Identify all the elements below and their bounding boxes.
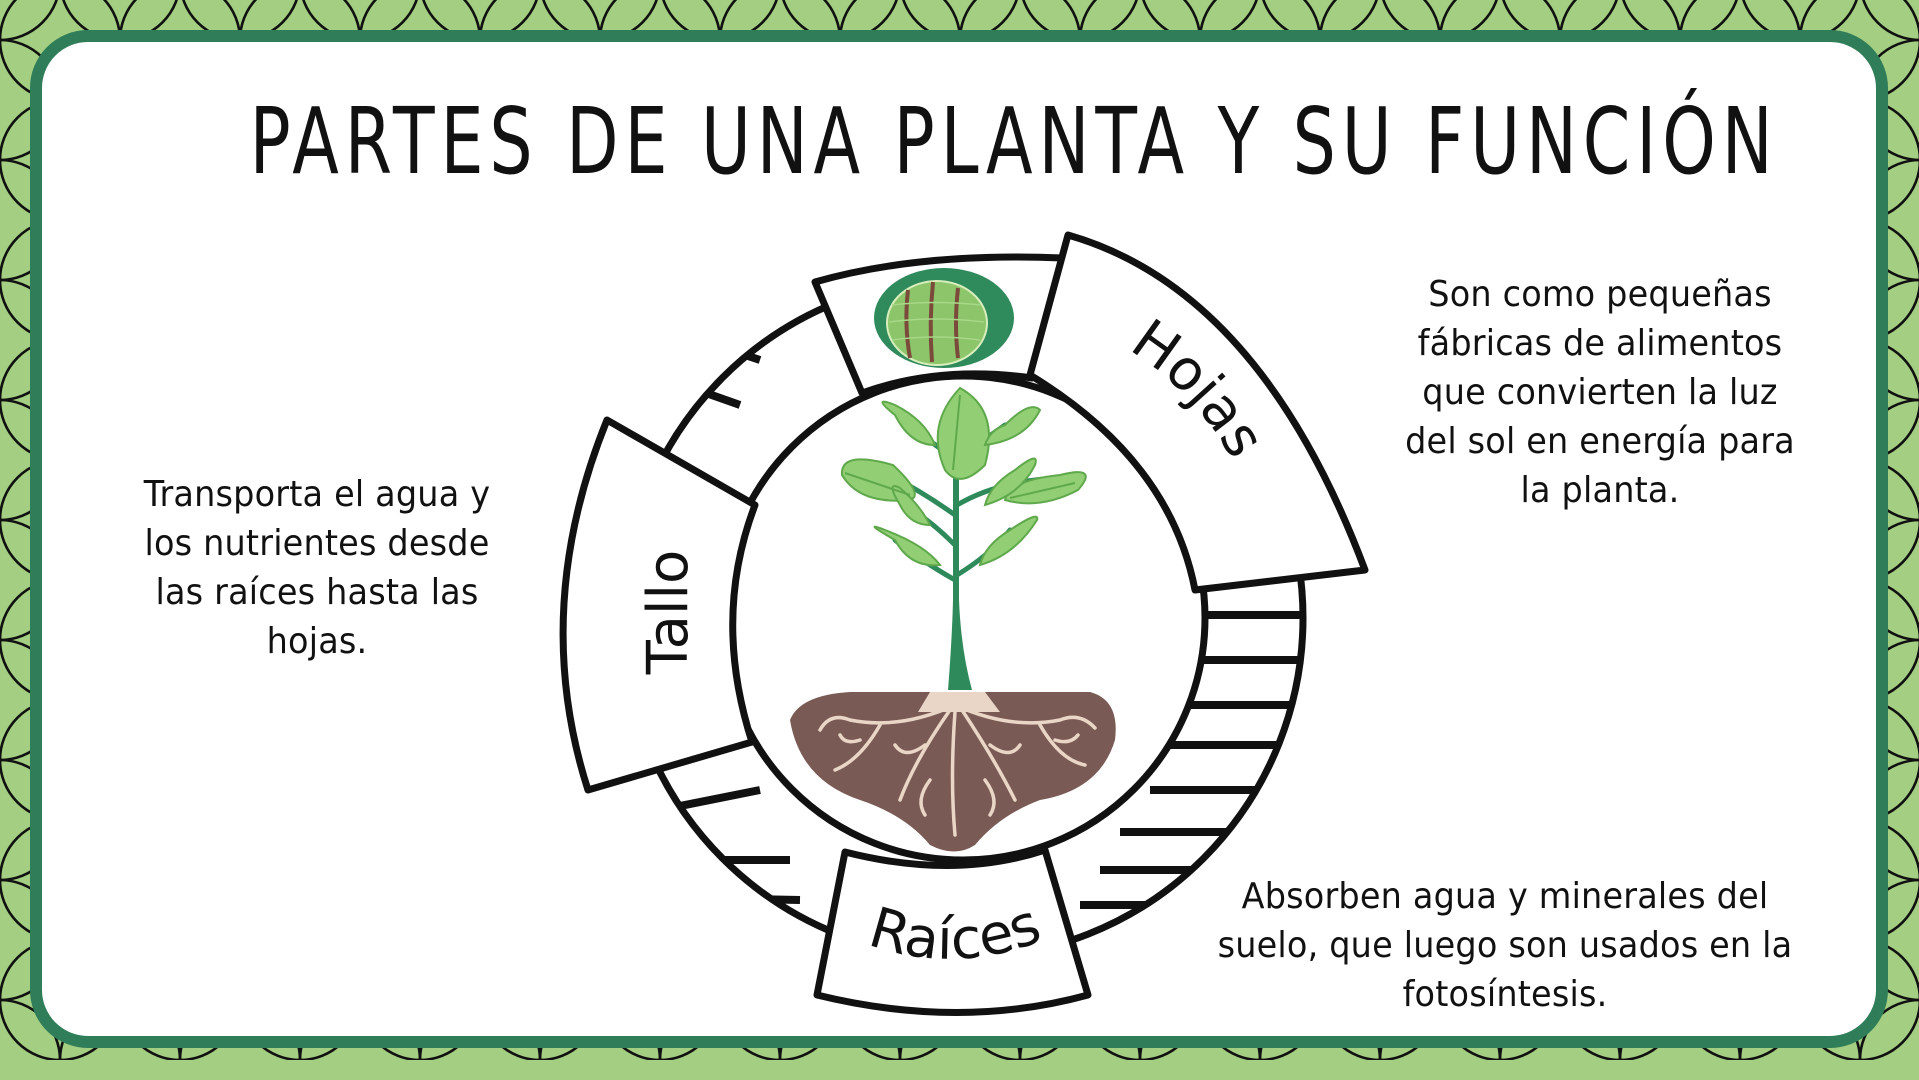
roots <box>818 703 1097 837</box>
raices-description-line: Absorben agua y minerales del <box>1241 876 1769 917</box>
plant-stem <box>948 420 972 690</box>
hojas-description: Son como pequeñas fábricas de alimentos … <box>1368 270 1833 515</box>
tallo-description-line: hojas. <box>266 621 368 662</box>
hojas-description-line: la planta. <box>1520 470 1680 511</box>
banner-tallo: Tallo <box>559 416 759 794</box>
banner-raices: Raíces <box>813 846 1092 1016</box>
hojas-description-line: del sol en energía para <box>1405 421 1795 462</box>
page-title: PARTES DE UNA PLANTA Y SU FUNCIÓN <box>249 88 1779 195</box>
plant-illustration <box>790 386 1116 852</box>
raices-description-line: fotosíntesis. <box>1402 974 1608 1015</box>
tallo-description-line: los nutrientes desde <box>144 523 490 564</box>
hojas-description-line: fábricas de alimentos <box>1417 323 1783 364</box>
tallo-description: Transporta el agua y los nutrientes desd… <box>108 470 527 666</box>
leaves <box>840 386 1087 567</box>
hojas-description-line: Son como pequeñas <box>1428 274 1772 315</box>
banner-hojas: Hojas <box>1026 231 1369 594</box>
tallo-description-line: Transporta el agua y <box>143 474 491 515</box>
stem-cross-section-icon <box>874 268 1014 368</box>
hojas-description-line: que convierten la luz <box>1422 372 1778 413</box>
raices-description-line: suelo, que luego son usados en la <box>1217 925 1793 966</box>
raices-description: Absorben agua y minerales del suelo, que… <box>1180 872 1831 1019</box>
tallo-description-line: las raíces hasta las <box>155 572 479 613</box>
banner-tallo-label: Tallo <box>636 550 701 676</box>
banner-emblem <box>811 253 1067 397</box>
